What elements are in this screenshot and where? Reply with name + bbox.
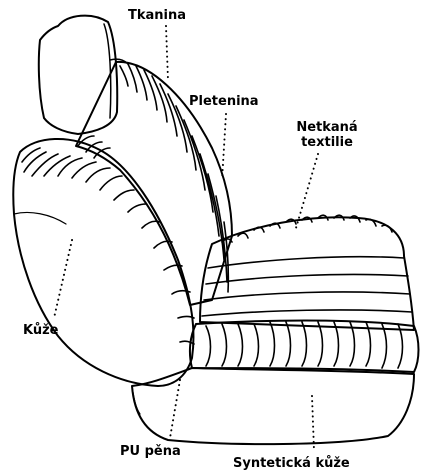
leader-kuze bbox=[54, 240, 72, 318]
cushion-stripes bbox=[202, 257, 412, 316]
headrest bbox=[39, 16, 128, 134]
seat-front-roll bbox=[190, 321, 419, 373]
leader-pu bbox=[170, 380, 180, 438]
label-kuze: Kůže bbox=[23, 323, 58, 338]
leader-pletenina bbox=[222, 114, 226, 180]
leader-tkanina bbox=[166, 26, 168, 80]
leader-synteticka bbox=[312, 396, 314, 450]
label-synteticka-kuze: Syntetická kůže bbox=[233, 456, 350, 471]
side-bolster bbox=[13, 139, 194, 386]
label-pletenina: Pletenina bbox=[189, 94, 259, 109]
seat-base bbox=[132, 368, 414, 444]
label-netkana-textilie: Netkaná textilie bbox=[289, 120, 365, 150]
label-tkanina: Tkanina bbox=[128, 8, 186, 23]
bolster-ribs bbox=[22, 148, 194, 344]
leader-lines bbox=[54, 26, 318, 450]
label-pu-pena: PU pěna bbox=[120, 444, 181, 459]
